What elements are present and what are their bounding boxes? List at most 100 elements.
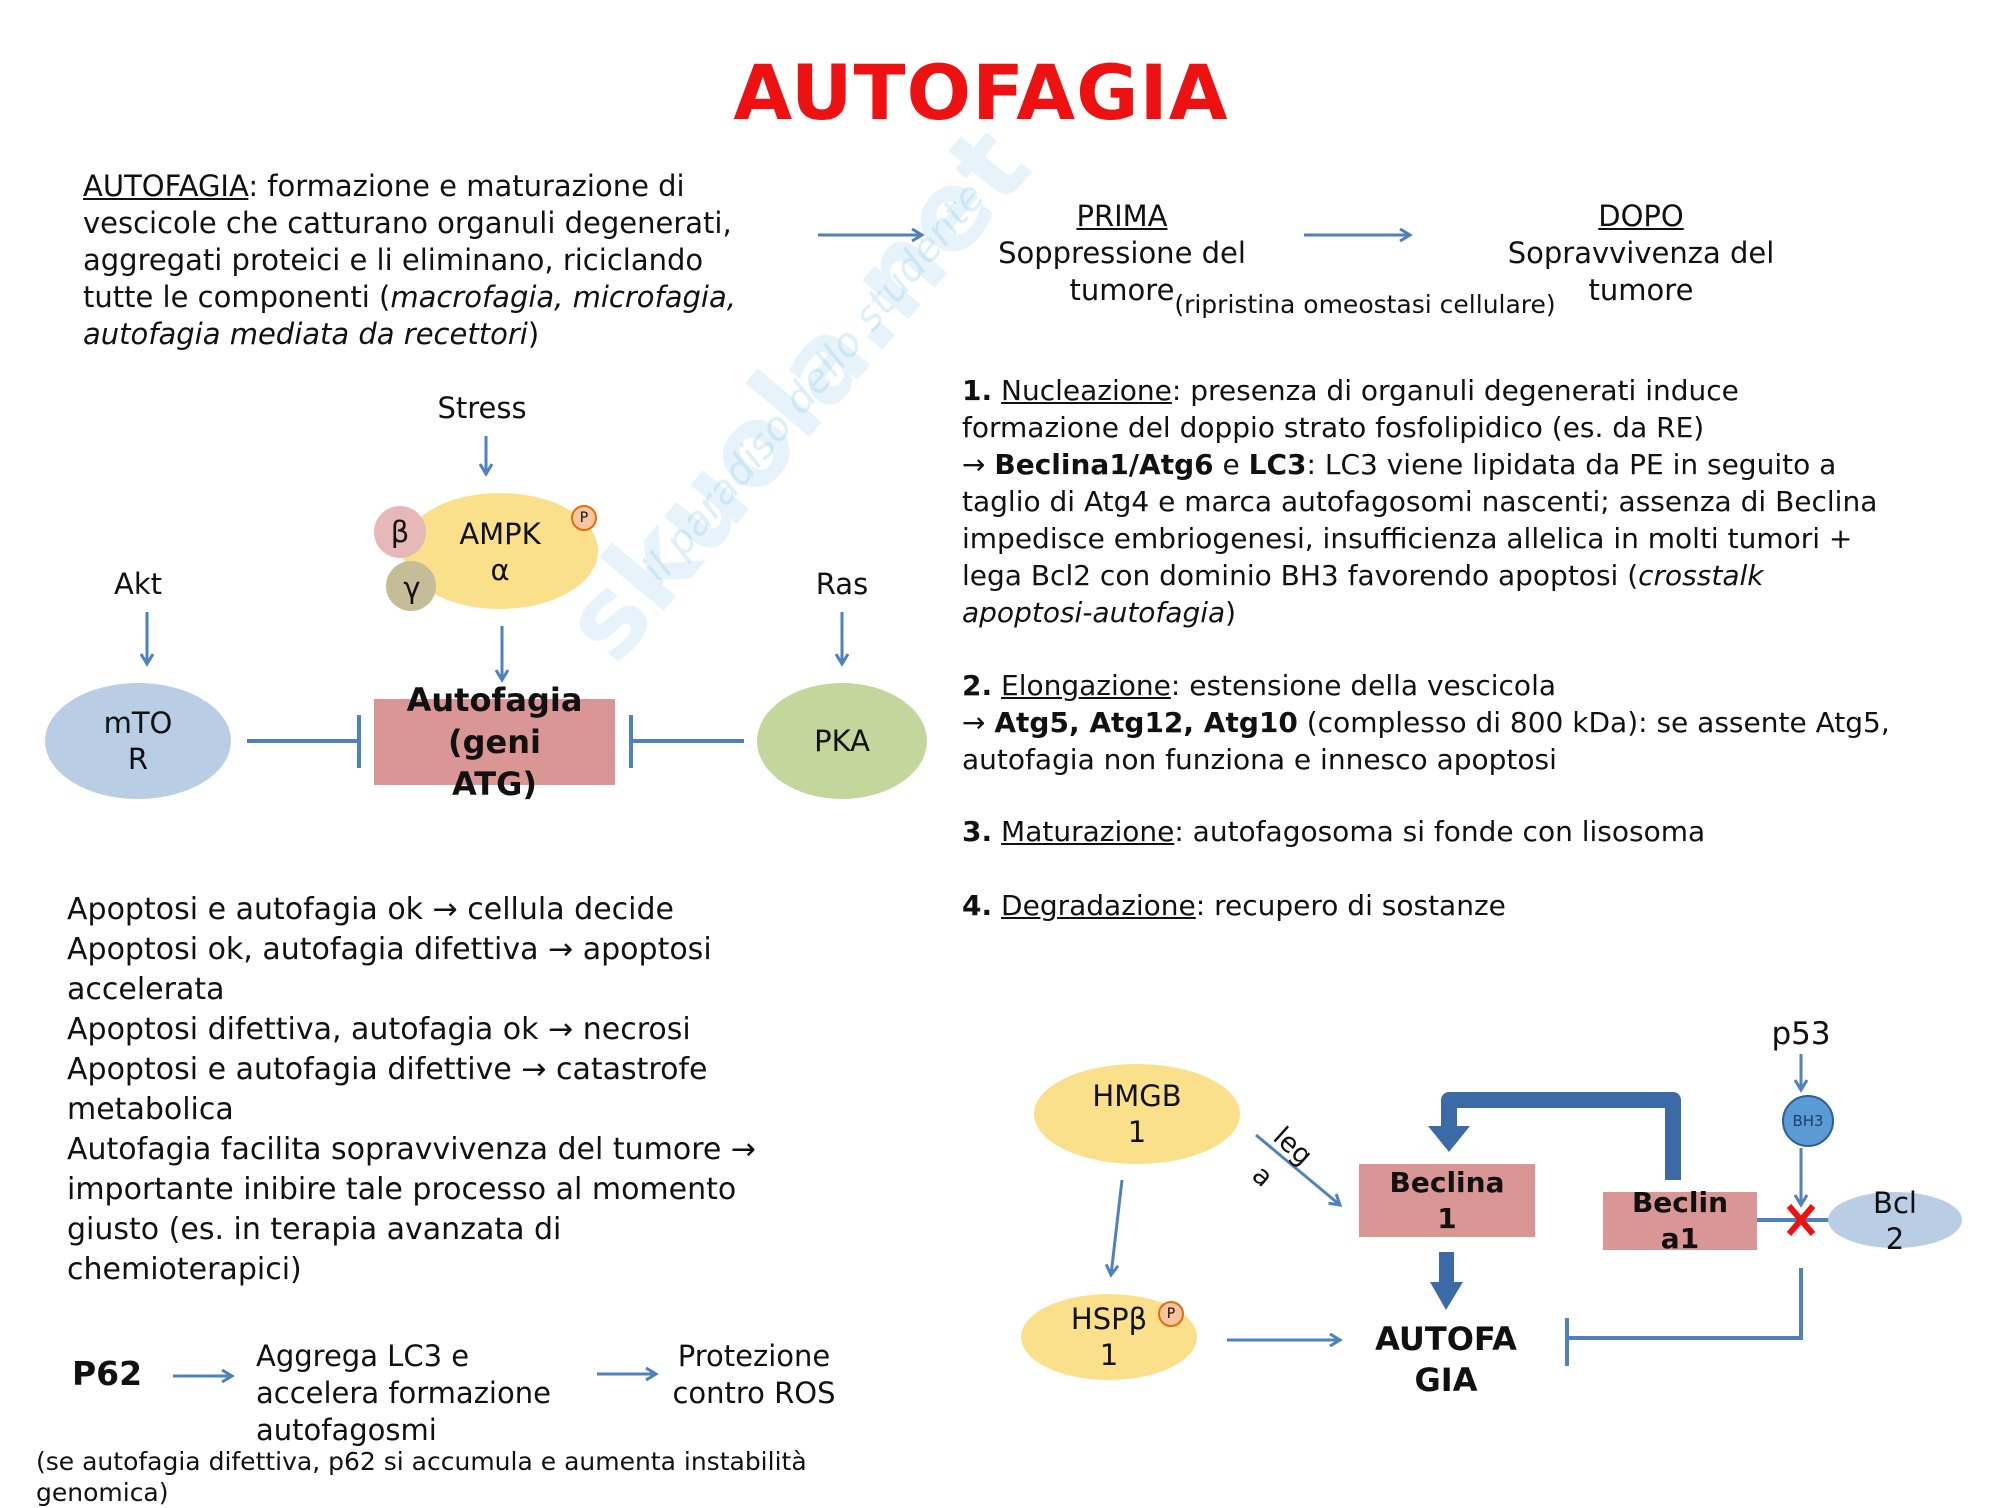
inhibit-mtor-autofagia: [247, 715, 361, 768]
beclina1-box: [1359, 1164, 1535, 1237]
p53-label: p53: [1771, 1016, 1831, 1052]
step-bold: LC3: [1248, 448, 1307, 481]
blocked-x-icon: [1786, 1204, 1816, 1236]
thick-arrow-head: [1428, 1126, 1470, 1152]
step-bold: Beclina1/Atg6: [994, 448, 1214, 481]
outcomes-list: Apoptosi e autofagia ok → cellula decide…: [67, 890, 756, 1290]
step-2: 2. Elongazione: estensione della vescico…: [962, 667, 1890, 778]
gamma-label: γ: [403, 571, 421, 605]
step-text: : presenza di organuli degenerati induce: [1171, 374, 1739, 407]
outcome-line: Autofagia facilita sopravvivenza del tum…: [67, 1132, 757, 1167]
autofagia-box: [374, 699, 615, 785]
outcome-line: Apoptosi ok, autofagia difettiva → apopt…: [67, 932, 712, 967]
page-title: AUTOFAGIA: [733, 48, 1229, 137]
intro-line: tutte le componenti (: [83, 280, 391, 314]
step-text: lega Bcl2 con dominio BH3 favorendo apop…: [962, 559, 1639, 592]
step-italic: crosstalk: [1638, 559, 1764, 592]
step-text: : autofagosoma si fonde con lisosoma: [1174, 815, 1706, 848]
intro-text: AUTOFAGIA: formazione e maturazione di v…: [83, 168, 736, 353]
ampk-node: [402, 493, 598, 609]
outcome-line: chemioterapici): [67, 1252, 302, 1287]
step-text: taglio di Atg4 e marca autofagosomi nasc…: [962, 485, 1878, 518]
intro-line: : formazione e maturazione di: [248, 169, 685, 203]
step-text: →: [962, 448, 995, 481]
step-text: impedisce embriogenesi, insufficienza al…: [962, 522, 1853, 555]
phospho-badge: P: [571, 505, 597, 531]
step-text: formazione del doppio strato fosfolipidi…: [962, 411, 1705, 444]
gamma-subunit: [386, 561, 436, 611]
step-3: 3. Maturazione: autofagosoma si fonde co…: [962, 813, 1705, 850]
after-text: tumore: [1588, 273, 1694, 307]
outcome-line: importante inibire tale processo al mome…: [67, 1172, 737, 1207]
step-name: Degradazione: [1001, 889, 1196, 922]
outcome-line: giusto (es. in terapia avanzata di: [67, 1212, 562, 1247]
step-text: (complesso di 800 kDa): se assente Atg5,: [1297, 706, 1890, 739]
step-text: e: [1213, 448, 1249, 481]
step-text: : LC3 viene lipidata da PE in seguito a: [1306, 448, 1837, 481]
pka-node: [757, 683, 927, 799]
step-text: autofagia non funziona e innesco apoptos…: [962, 743, 1557, 776]
p62-label: P62: [72, 1354, 143, 1393]
step-1: 1. Nucleazione: presenza di organuli deg…: [962, 372, 1877, 631]
intro-line: vescicole che catturano organuli degener…: [83, 206, 732, 240]
hmgb1-node: [1034, 1064, 1240, 1164]
after-text: Sopravvivenza del: [1507, 236, 1775, 270]
arrow-hmgb-hsp: [1111, 1179, 1124, 1275]
step-bold: Atg5, Atg12, Atg10: [994, 706, 1298, 739]
p62-note: (se autofagia difettiva, p62 si accumula…: [36, 1447, 807, 1507]
timeline-note: (ripristina omeostasi cellulare): [1174, 290, 1556, 319]
step-text: : recupero di sostanze: [1195, 889, 1506, 922]
before-text: Soppressione del: [998, 236, 1246, 270]
step-name: Nucleazione: [1001, 374, 1172, 407]
outcome-line: Apoptosi e autofagia difettive → catastr…: [67, 1052, 708, 1087]
step-4: 4. Degradazione: recupero di sostanze: [962, 887, 1506, 924]
bcl2-node: [1828, 1192, 1962, 1248]
beta-label: β: [390, 515, 410, 549]
outcome-line: Apoptosi e autofagia ok → cellula decide: [67, 892, 674, 927]
ras-label: Ras: [815, 567, 869, 601]
step-name: Elongazione: [1001, 669, 1171, 702]
step-number: 4.: [962, 889, 993, 922]
thick-arrow-head: [1430, 1282, 1463, 1310]
inhibit-bcl2-autofagia: [1565, 1268, 1803, 1366]
step-text: →: [962, 706, 995, 739]
beclina1-bound-box: [1603, 1192, 1757, 1250]
after-label: DOPO: [1598, 199, 1684, 233]
thick-arrow-beclina-autofagia: [1439, 1252, 1454, 1284]
bh3-label: BH3: [1792, 1112, 1824, 1130]
intro-line: ): [527, 317, 540, 351]
stress-label: Stress: [437, 391, 527, 425]
before-label: PRIMA: [1076, 199, 1168, 233]
step-number: 3.: [962, 815, 993, 848]
thick-arrow-bound-to-free: [1441, 1092, 1681, 1180]
pka-label: PKA: [814, 724, 870, 758]
step-name: Maturazione: [1001, 815, 1175, 848]
timeline-after: DOPO Sopravvivenza del tumore: [1508, 198, 1775, 309]
intro-italic: autofagia mediata da recettori: [83, 317, 528, 351]
akt-label: Akt: [113, 567, 163, 601]
hsp-node: [1021, 1294, 1197, 1380]
phospho-badge: P: [1158, 1301, 1184, 1327]
step-number: 1.: [962, 374, 993, 407]
bh3-domain: [1782, 1095, 1834, 1147]
step-italic: apoptosi-autofagia: [962, 596, 1226, 629]
step-text: ): [1225, 596, 1237, 629]
beta-subunit: [374, 506, 426, 558]
intro-term: AUTOFAGIA: [83, 169, 249, 203]
timeline-before: PRIMA Soppressione del tumore: [998, 198, 1246, 309]
step-text: : estensione della vescicola: [1170, 669, 1556, 702]
step-number: 2.: [962, 669, 993, 702]
inhibit-pka-autofagia: [629, 715, 744, 768]
intro-italic: macrofagia, microfagia,: [390, 280, 736, 314]
